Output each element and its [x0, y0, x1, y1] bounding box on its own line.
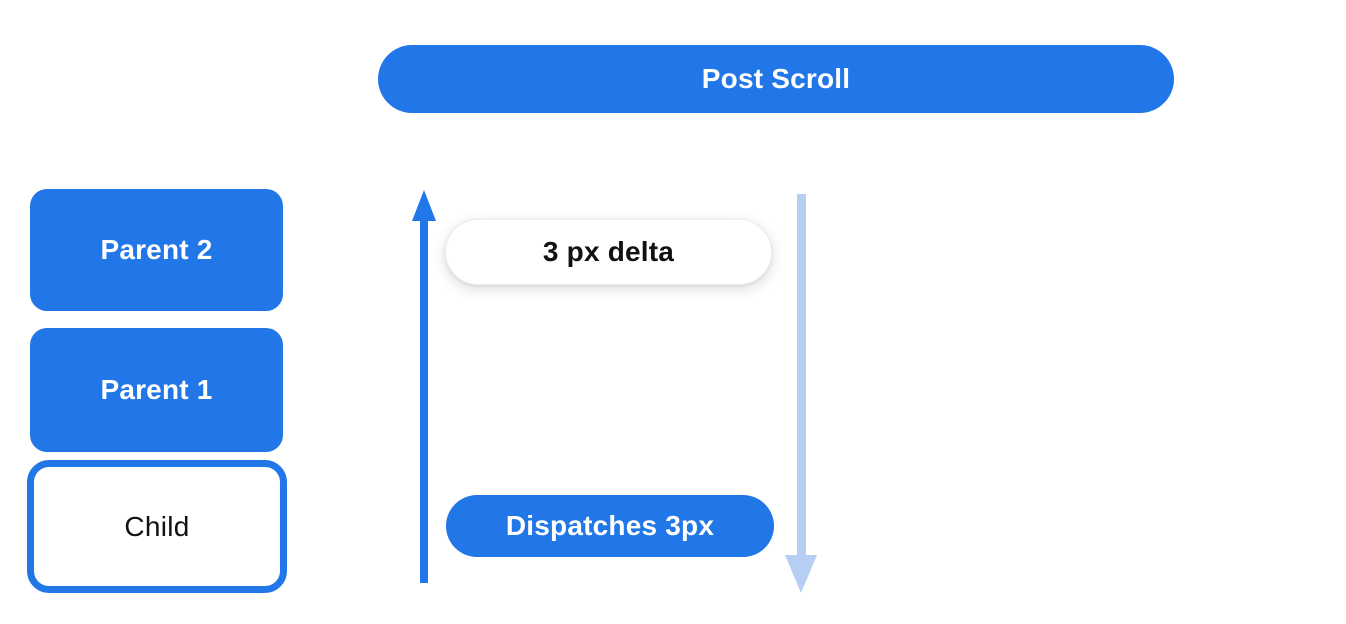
- parent-2-box: Parent 2: [30, 189, 283, 311]
- post-scroll-pill: Post Scroll: [378, 45, 1174, 113]
- arrow-down-icon: [785, 194, 817, 593]
- parent-1-box: Parent 1: [30, 328, 283, 452]
- arrow-up-icon: [412, 190, 436, 583]
- child-box: Child: [27, 460, 287, 593]
- dispatches-pill: Dispatches 3px: [446, 495, 774, 557]
- delta-pill: 3 px delta: [445, 219, 772, 285]
